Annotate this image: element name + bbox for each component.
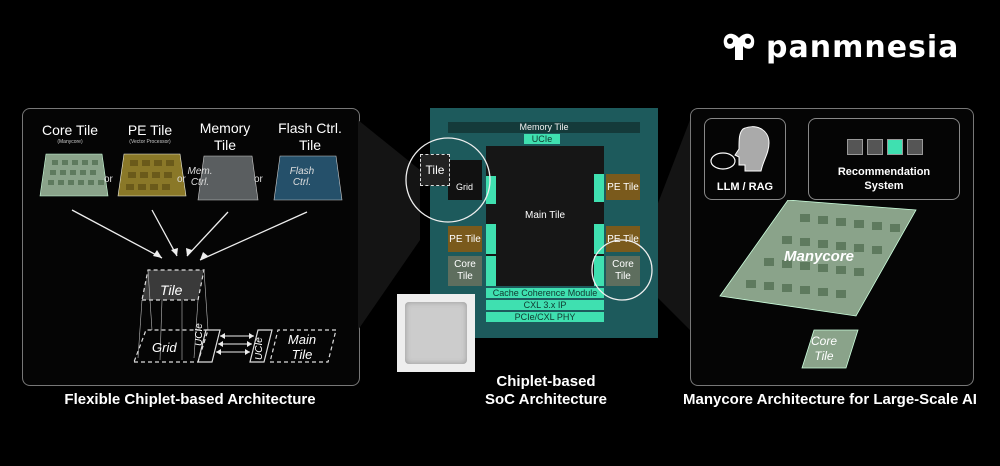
iso-grid-label: Grid (152, 340, 177, 355)
iso-ucie-2 (249, 329, 273, 363)
iso-tile-label: Tile (160, 282, 183, 298)
flash-tile-label: Flash Ctrl. Tile (278, 120, 342, 153)
ucie-left-2 (486, 224, 496, 254)
brand-name: panmnesia (766, 29, 960, 65)
grid-text: Grid (456, 182, 474, 192)
main-tile-block: Main Tile (486, 146, 604, 286)
manycore-chip-graphic (719, 200, 917, 369)
rec-line-2: System (864, 180, 904, 192)
mem-ctrl-text: Mem. Ctrl. (187, 166, 213, 188)
core-tile-label: Core Tile (Manycore) (41, 122, 99, 145)
memory-tile-chip (197, 155, 259, 201)
center-caption: Chiplet-based SoC Architecture (466, 373, 626, 409)
tile-text: Tile (425, 163, 445, 177)
iso-main-tile (269, 329, 337, 363)
llm-text: LLM / RAG (716, 181, 774, 193)
or-text-1: or (104, 174, 114, 185)
pe-tile-left: PE Tile (448, 226, 482, 252)
pe-tile-chip (117, 153, 187, 197)
manycore-text: Manycore (784, 248, 855, 265)
or-text-2: or (177, 174, 187, 185)
core-tile-small-text: Core Tile (810, 334, 837, 363)
tile-block: Tile (420, 154, 450, 186)
small-core-tile (801, 329, 859, 369)
recommendation-box: Recommendation System (808, 118, 960, 200)
ucie-right-2 (594, 224, 604, 254)
ucie-right-1 (594, 174, 604, 202)
phy-bar: PCIe/CXL PHY (486, 312, 604, 322)
center-caption-line-2: SoC Architecture (485, 391, 607, 408)
memory-tile-block: Memory Tile (448, 122, 640, 133)
or-text-3: or (254, 174, 264, 185)
rec-text: Recommendation System (809, 165, 959, 193)
core-tile-right: Core Tile (606, 256, 640, 286)
rec-squares (847, 139, 923, 155)
ucie-left-1 (486, 176, 496, 204)
left-caption: Flexible Chiplet-based Architecture (64, 391, 316, 408)
iso-ucie-1 (197, 329, 221, 363)
center-caption-line-1: Chiplet-based (496, 373, 596, 390)
rec-line-1: Recommendation (837, 166, 931, 178)
grid-block: Grid (448, 160, 482, 200)
cxl-ip-bar: CXL 3.x IP (486, 300, 604, 310)
core-tile-left: Core Tile (448, 256, 482, 286)
ucie-left-3 (486, 256, 496, 286)
right-caption: Manycore Architecture for Large-Scale AI (683, 391, 977, 408)
memory-tile-label: Memory Tile (199, 120, 251, 153)
brand-logo: panmnesia (720, 29, 960, 65)
ucie-top: UCIe (524, 134, 560, 144)
iso-grid (133, 329, 209, 363)
main-tile-text: Main Tile (524, 210, 565, 221)
pe-tile-right-top: PE Tile (606, 174, 640, 200)
iso-main-tile-label: Main Tile (287, 332, 317, 362)
pe-tile-label: PE Tile (Vector Processor) (127, 122, 173, 145)
ucie-right-3 (594, 256, 604, 286)
left-diagram-graphics: or or or (39, 153, 343, 363)
flash-ctrl-text: Flash Ctrl. (289, 166, 315, 188)
chip-photo (397, 294, 475, 372)
head-icon (710, 126, 770, 172)
cache-coherence-bar: Cache Coherence Module (486, 288, 604, 298)
llm-box: LLM / RAG (704, 118, 786, 200)
panmnesia-logo-icon (723, 33, 755, 60)
pe-tile-right-mid: PE Tile (606, 226, 640, 252)
core-tile-chip (39, 153, 109, 197)
flash-tile-chip (273, 155, 343, 201)
